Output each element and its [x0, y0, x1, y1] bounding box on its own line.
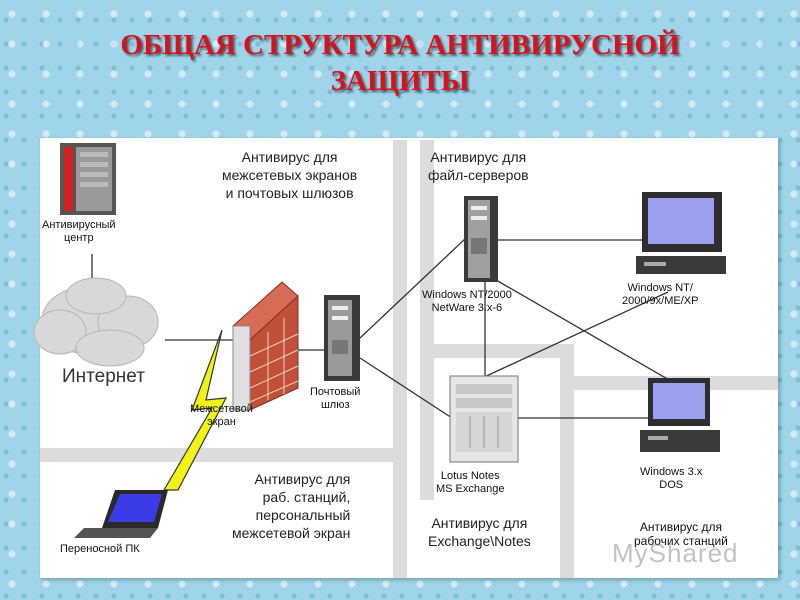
divider-vertical-3b	[560, 518, 574, 578]
node-label-laptop: Переносной ПК	[60, 543, 140, 555]
link-fileserver-dos	[495, 279, 691, 393]
cloud-icon	[33, 277, 159, 367]
firewall-icon	[232, 281, 299, 411]
link-gateway-exchange	[359, 357, 453, 419]
divider-horizontal-left	[40, 448, 407, 462]
file-server-icon	[464, 196, 498, 282]
title-line-1: ОБЩАЯ СТРУКТУРА АНТИВИРУСНОЙ	[120, 29, 680, 61]
zone-dividers	[40, 140, 778, 578]
exchange-server-icon	[449, 375, 519, 463]
divider-horizontal-mid	[434, 344, 574, 358]
zone-label-firewalls: Антивирус для межсетевых экранов и почто…	[222, 149, 358, 201]
connections	[91, 237, 691, 419]
node-label-internet: Интернет	[62, 366, 145, 387]
mail-gateway-icon	[324, 295, 360, 381]
link-gateway-fileserver	[359, 237, 467, 339]
zone-label-workstations-left: Антивирус для раб. станций, персональный…	[232, 471, 351, 541]
antivirus-center-icon	[60, 143, 116, 215]
divider-vertical-2	[420, 140, 434, 500]
title-line-2: ЗАЩИТЫ	[330, 65, 470, 97]
node-label-exchange-server: Lotus Notes MS Exchange	[436, 470, 505, 495]
divider-vertical-1	[393, 140, 407, 448]
lightning-icon	[162, 329, 228, 491]
workstation-nt-icon	[636, 192, 726, 274]
node-label-file-server: Windows NT/2000 NetWare 3.x-6	[422, 289, 512, 314]
node-label-antivirus-center: Антивирусный центр	[42, 219, 116, 244]
zone-label-workstations-right: Антивирус для рабочих станций	[634, 520, 728, 548]
divider-vertical-1b	[393, 462, 407, 578]
workstation-dos-icon	[640, 378, 720, 452]
node-label-firewall: Межсетевой экран	[190, 403, 253, 428]
node-label-workstation-nt: Windows NT/ 2000/9x/ME/XP	[622, 282, 699, 307]
node-label-mail-gateway: Почтовый шлюз	[310, 386, 361, 411]
divider-vertical-3	[560, 358, 574, 518]
watermark-text: MyShared	[612, 538, 739, 568]
laptop-icon	[74, 490, 168, 538]
zone-label-exchange: Антивирус для Exchange\Notes	[428, 515, 531, 549]
link-exchange-nt	[481, 291, 669, 379]
zone-label-file-servers: Антивирус для файл-серверов	[428, 149, 529, 183]
node-label-workstation-dos: Windows 3.x DOS	[640, 466, 703, 491]
